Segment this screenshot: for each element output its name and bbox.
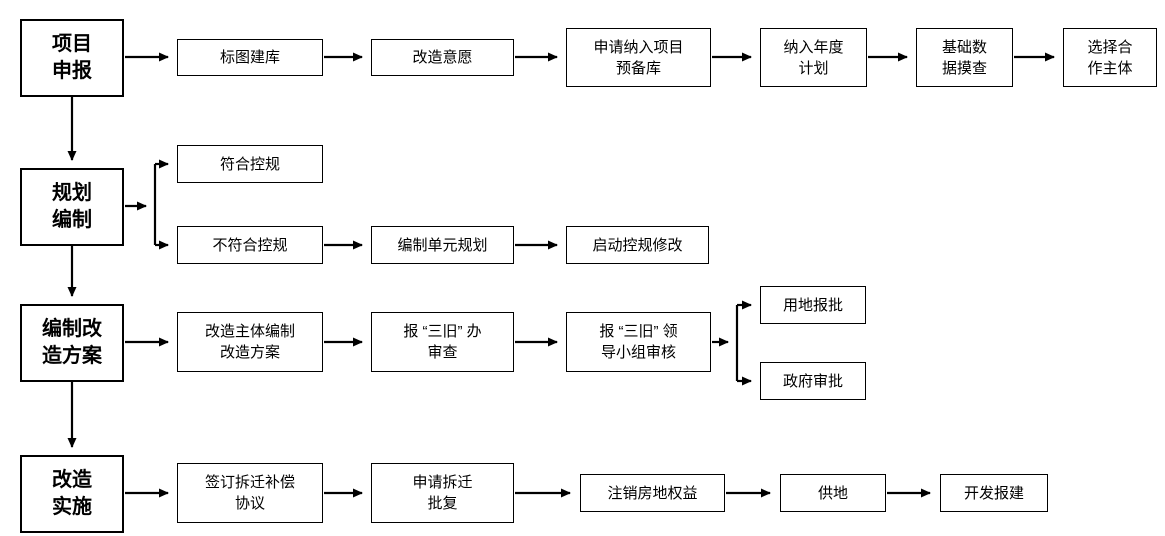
stage-renovation-plan-preparation: 编制改 造方案 (20, 304, 124, 382)
row2-connectors (125, 159, 558, 250)
step-land-use-approval: 用地报批 (760, 286, 866, 324)
step-cancel-property-rights: 注销房地权益 (580, 474, 725, 512)
step-land-supply: 供地 (780, 474, 886, 512)
step-three-olds-leading-group-review: 报 “三旧” 领 导小组审核 (566, 312, 711, 372)
step-three-olds-office-review: 报 “三旧” 办 审查 (371, 312, 514, 372)
step-conform-regulatory-plan: 符合控规 (177, 145, 323, 183)
step-entity-prepares-renovation-plan: 改造主体编制 改造方案 (177, 312, 323, 372)
stage-renovation-implementation: 改造 实施 (20, 455, 124, 533)
step-select-cooperation-entity: 选择合 作主体 (1063, 28, 1157, 87)
step-mapping-and-database: 标图建库 (177, 39, 323, 76)
step-basic-data-survey: 基础数 据摸查 (916, 28, 1013, 87)
step-sign-demolition-compensation-agreement: 签订拆迁补偿 协议 (177, 463, 323, 523)
step-nonconform-regulatory-plan: 不符合控规 (177, 226, 323, 264)
step-renovation-willingness: 改造意愿 (371, 39, 514, 76)
step-annual-plan-inclusion: 纳入年度 计划 (760, 28, 867, 87)
step-government-approval: 政府审批 (760, 362, 866, 400)
step-apply-demolition-approval: 申请拆迁 批复 (371, 463, 514, 523)
stage-project-declaration: 项目 申报 (20, 19, 124, 97)
row3-connectors (125, 300, 752, 386)
step-development-application: 开发报建 (940, 474, 1048, 512)
stage-planning-preparation: 规划 编制 (20, 168, 124, 246)
step-start-regulatory-plan-revision: 启动控规修改 (566, 226, 709, 264)
step-apply-project-reserve-bank: 申请纳入项目 预备库 (566, 28, 711, 87)
step-unit-plan-preparation: 编制单元规划 (371, 226, 514, 264)
